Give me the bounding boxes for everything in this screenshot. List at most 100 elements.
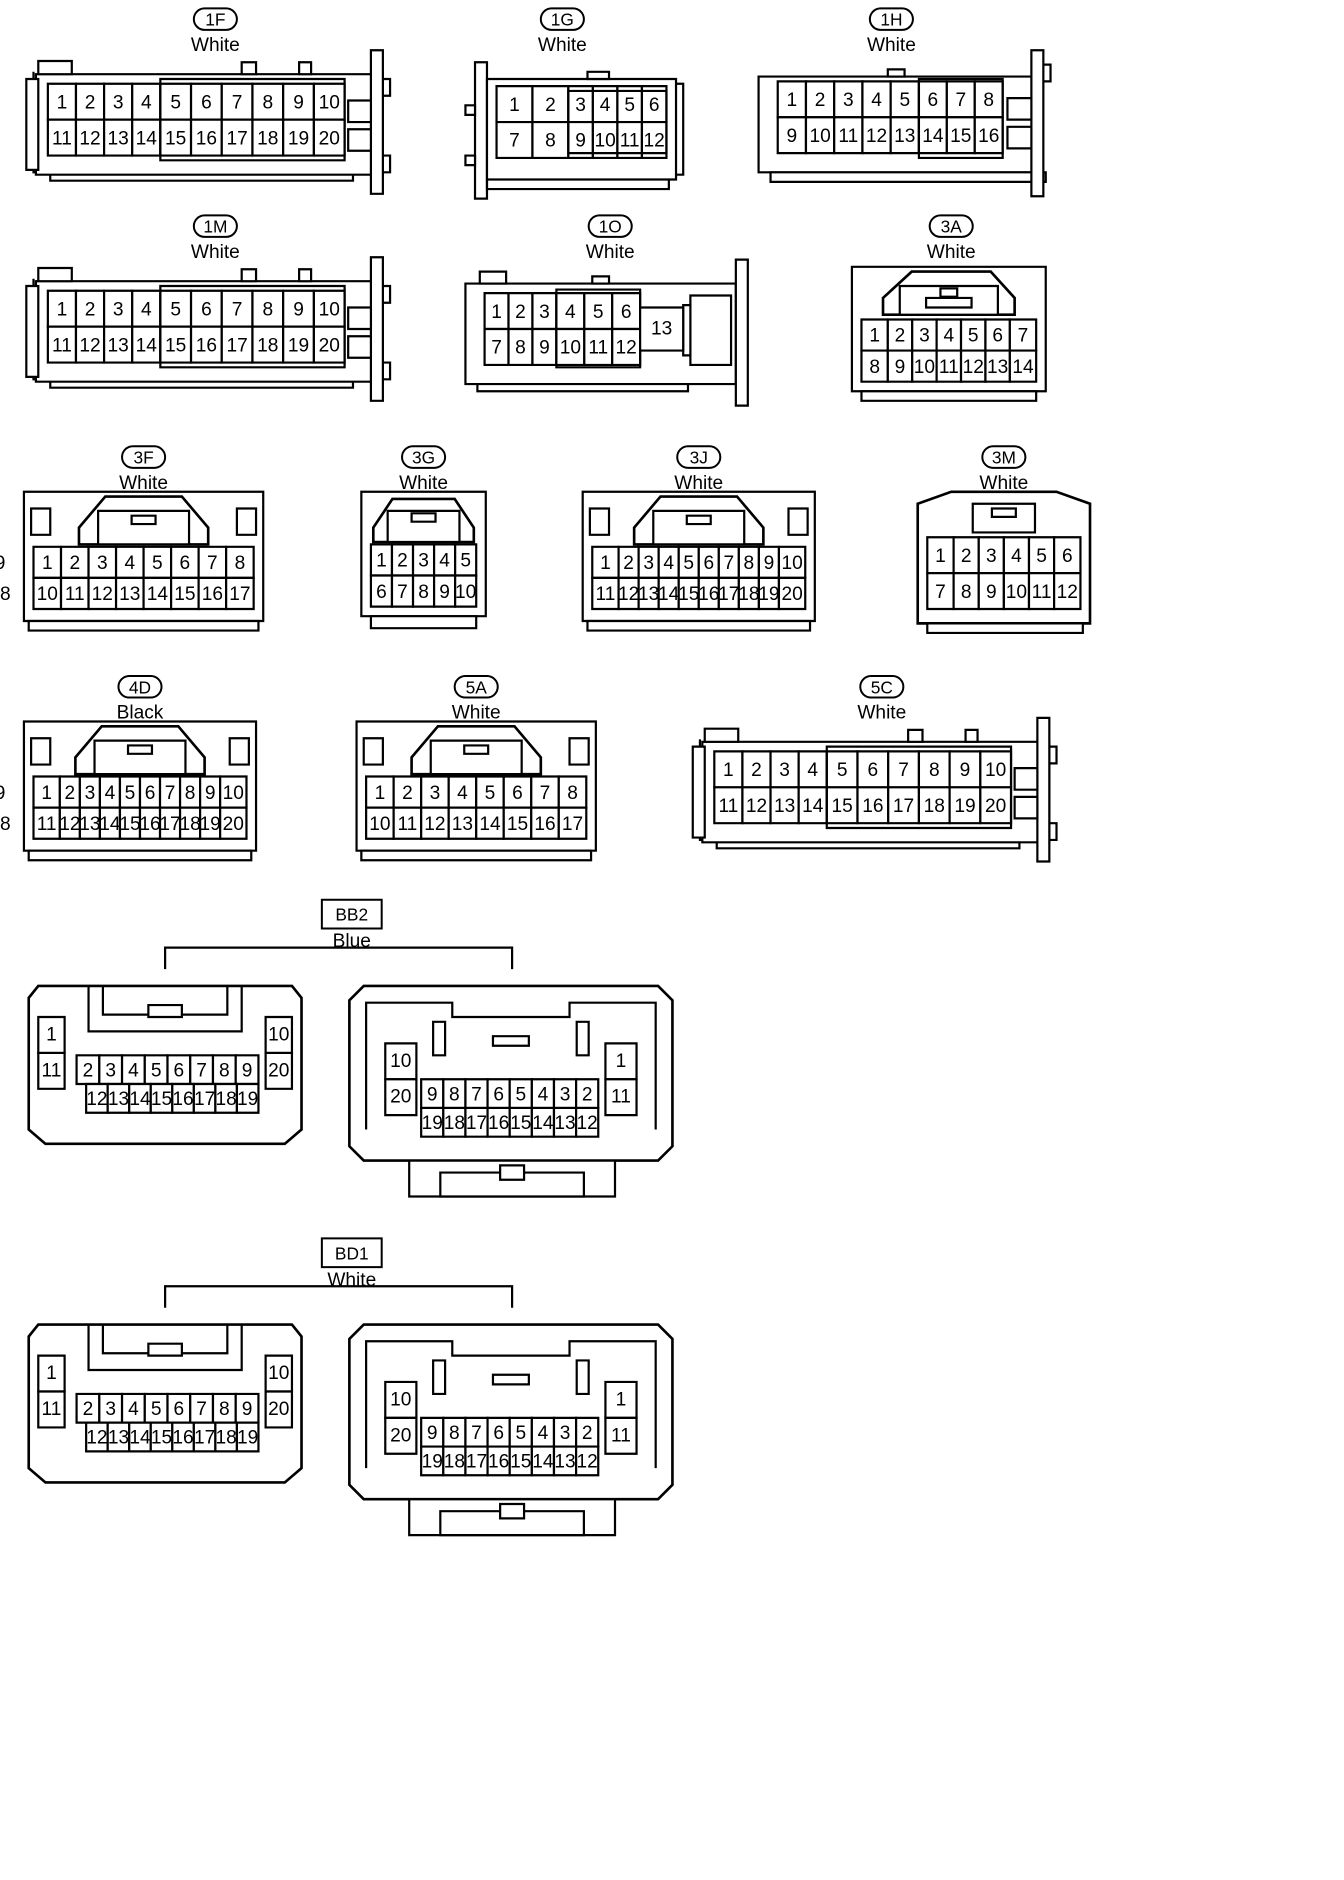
pin-number: 20 bbox=[319, 335, 340, 356]
pin-number: 17 bbox=[194, 1428, 215, 1449]
pin-number: 3 bbox=[560, 1084, 571, 1105]
pin-number: 18 bbox=[0, 584, 11, 605]
pin-number: 19 bbox=[954, 796, 975, 817]
pin-number: 11 bbox=[588, 338, 608, 359]
connector-latch bbox=[493, 1036, 529, 1046]
pin-number: 14 bbox=[99, 814, 121, 835]
pin-cell bbox=[961, 319, 985, 350]
pin-cell bbox=[394, 808, 422, 839]
pin-cell bbox=[222, 327, 253, 363]
connector-latch bbox=[888, 69, 905, 76]
connector-base bbox=[861, 391, 1036, 401]
pin-number: 14 bbox=[802, 796, 824, 817]
pin-number: 12 bbox=[866, 126, 887, 147]
pin-number: 20 bbox=[985, 796, 1006, 817]
pin-number: 10 bbox=[914, 357, 935, 378]
pin-number: 6 bbox=[493, 1423, 504, 1444]
pin-number: 3 bbox=[643, 553, 654, 574]
pin-number: 2 bbox=[397, 551, 408, 572]
pin-cell bbox=[888, 351, 912, 382]
pin-number: 15 bbox=[950, 126, 971, 147]
connector-keyway bbox=[1015, 768, 1038, 790]
connector-color: White bbox=[191, 242, 240, 263]
pair-bracket bbox=[165, 1286, 512, 1308]
pin-number: 16 bbox=[488, 1113, 509, 1134]
pin-number: 8 bbox=[449, 1423, 460, 1444]
connector-color: Black bbox=[117, 703, 164, 724]
pin-cell bbox=[975, 117, 1003, 153]
connector-id: 1F bbox=[205, 10, 225, 30]
pin-number: 16 bbox=[978, 126, 999, 147]
pin-number: 12 bbox=[86, 1428, 107, 1449]
pin-number: 1 bbox=[723, 760, 734, 781]
pin-number: 10 bbox=[1006, 582, 1027, 603]
connector-id-badge bbox=[194, 215, 237, 237]
pin-number: 1 bbox=[600, 553, 611, 574]
pin-number: 14 bbox=[129, 1428, 151, 1449]
pin-number: 3 bbox=[113, 299, 124, 320]
pin-number: 5 bbox=[151, 1399, 162, 1420]
connector-rib bbox=[577, 1022, 589, 1056]
pin-number: 5 bbox=[837, 760, 848, 781]
connector-color: White bbox=[979, 473, 1028, 494]
pin-number: 9 bbox=[895, 357, 906, 378]
pin-number: 4 bbox=[565, 302, 576, 323]
pin-number: 15 bbox=[831, 796, 852, 817]
connector-color: White bbox=[538, 35, 587, 56]
pin-number: 10 bbox=[594, 131, 615, 152]
connector-id: 5C bbox=[871, 677, 893, 697]
pin-number: 10 bbox=[319, 92, 340, 113]
pin-number: 4 bbox=[439, 551, 450, 572]
pin-number: 12 bbox=[1057, 582, 1078, 603]
connector-id-badge bbox=[870, 8, 913, 30]
pin-number: 9 bbox=[575, 131, 586, 152]
pin-number: 7 bbox=[723, 553, 734, 574]
connector-id-badge bbox=[118, 676, 161, 698]
connector-color: White bbox=[867, 35, 916, 56]
pin-number: 2 bbox=[83, 1060, 94, 1081]
pin-cell bbox=[283, 84, 314, 120]
pin-number: 9 bbox=[427, 1084, 438, 1105]
pin-number: 2 bbox=[85, 92, 96, 113]
connector-base bbox=[29, 851, 252, 861]
pin-housing-outline bbox=[160, 286, 344, 367]
connector-id: 4D bbox=[129, 677, 151, 697]
pin-number: 5 bbox=[460, 551, 471, 572]
pin-cell bbox=[605, 1418, 636, 1454]
pin-number: 12 bbox=[644, 131, 665, 152]
pin-number: 17 bbox=[893, 796, 914, 817]
pin-number: 1 bbox=[46, 1024, 57, 1045]
pin-number: 2 bbox=[402, 783, 413, 804]
pin-housing-outline bbox=[919, 79, 1003, 158]
pin-number: 2 bbox=[85, 299, 96, 320]
pin-number: 16 bbox=[172, 1089, 193, 1110]
pin-number: 10 bbox=[560, 338, 581, 359]
pin-number: 1 bbox=[869, 326, 880, 347]
connector-id: 1M bbox=[203, 217, 227, 237]
pin-cell bbox=[919, 117, 947, 153]
connector-id-badge bbox=[455, 676, 498, 698]
connector-id: 5A bbox=[466, 677, 488, 697]
pin-number: 5 bbox=[515, 1084, 526, 1105]
connector-flange bbox=[371, 50, 383, 194]
pin-cell bbox=[504, 777, 532, 808]
pin-cell bbox=[778, 117, 806, 153]
pin-cell bbox=[283, 291, 314, 327]
pin-number: 6 bbox=[174, 1060, 185, 1081]
pin-cell bbox=[891, 117, 919, 153]
pin-cell bbox=[455, 576, 476, 607]
connector-tab bbox=[31, 509, 50, 535]
pin-number: 6 bbox=[145, 783, 156, 804]
pin-number: 8 bbox=[449, 1084, 460, 1105]
pin-number: 1 bbox=[616, 1051, 627, 1072]
pin-cell bbox=[104, 327, 132, 363]
connector-latch bbox=[242, 269, 256, 281]
pin-number: 19 bbox=[422, 1113, 443, 1134]
pin-number: 7 bbox=[232, 92, 243, 113]
pin-number: 5 bbox=[683, 553, 694, 574]
pin-cell bbox=[385, 1418, 416, 1454]
connector-keyway bbox=[348, 308, 371, 330]
pin-cell bbox=[497, 122, 533, 158]
pin-cell bbox=[862, 117, 890, 153]
pin-number: 10 bbox=[223, 783, 244, 804]
